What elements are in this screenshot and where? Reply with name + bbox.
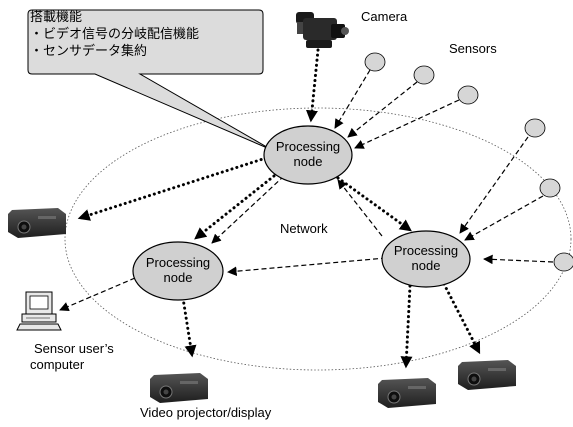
network-label: Network bbox=[280, 221, 328, 236]
callout-title: 搭載機能 bbox=[30, 10, 83, 25]
node-label-line: Processing bbox=[145, 255, 211, 270]
callout-box bbox=[27, 9, 273, 151]
video-link bbox=[305, 48, 320, 123]
sensor-user-label-2: computer bbox=[30, 357, 85, 372]
sensor-link bbox=[334, 69, 371, 129]
sensor-link bbox=[464, 195, 544, 241]
video-link bbox=[77, 156, 268, 221]
node-label-line: node bbox=[163, 269, 193, 285]
sensor bbox=[553, 252, 573, 272]
sensor-link bbox=[483, 254, 554, 265]
sensors-label: Sensors bbox=[449, 41, 497, 56]
sensor bbox=[524, 118, 546, 138]
sensor bbox=[457, 85, 479, 105]
projector-icon bbox=[458, 360, 516, 390]
video-link bbox=[194, 174, 276, 240]
projector-icon bbox=[150, 373, 208, 403]
data-link bbox=[227, 257, 387, 277]
processing-node-top-label: Processing node bbox=[264, 139, 352, 170]
data-link bbox=[211, 175, 285, 244]
sensor bbox=[413, 65, 435, 85]
camera-icon bbox=[296, 12, 349, 48]
data-link bbox=[337, 179, 383, 237]
video-link bbox=[336, 176, 412, 232]
node-label-line: node bbox=[411, 257, 441, 273]
video-link bbox=[442, 282, 481, 355]
network-boundary bbox=[64, 107, 572, 371]
projector-icon bbox=[378, 378, 436, 408]
processing-node-left bbox=[132, 241, 224, 301]
video-link bbox=[400, 284, 413, 369]
sensor-link bbox=[354, 99, 460, 149]
projector-icon bbox=[8, 208, 66, 238]
sensor-user-label: Sensor user’s bbox=[34, 341, 114, 356]
processing-node-right-label: Processing node bbox=[382, 243, 470, 274]
processing-node-left-label: Processing node bbox=[133, 255, 223, 286]
sensor-link bbox=[347, 81, 418, 138]
sensor-link bbox=[459, 136, 529, 234]
callout-item: ・センサデータ集約 bbox=[30, 43, 148, 59]
callout-item: ・ビデオ信号の分岐配信機能 bbox=[30, 26, 200, 42]
video-link bbox=[181, 296, 197, 358]
node-label-line: Processing bbox=[393, 243, 459, 258]
callout-text: 搭載機能 ・ビデオ信号の分岐配信機能 ・センサデータ集約 bbox=[30, 10, 199, 61]
camera-label: Camera bbox=[361, 9, 408, 24]
node-label-line: node bbox=[293, 153, 323, 169]
processing-node-right bbox=[381, 230, 471, 288]
sensor bbox=[539, 178, 561, 198]
data-link bbox=[59, 277, 136, 312]
processing-node-top bbox=[263, 125, 353, 185]
computer-icon bbox=[16, 291, 62, 331]
sensor bbox=[364, 52, 386, 72]
node-label-line: Processing bbox=[275, 139, 341, 154]
video-projector-label: Video projector/display bbox=[140, 405, 272, 420]
